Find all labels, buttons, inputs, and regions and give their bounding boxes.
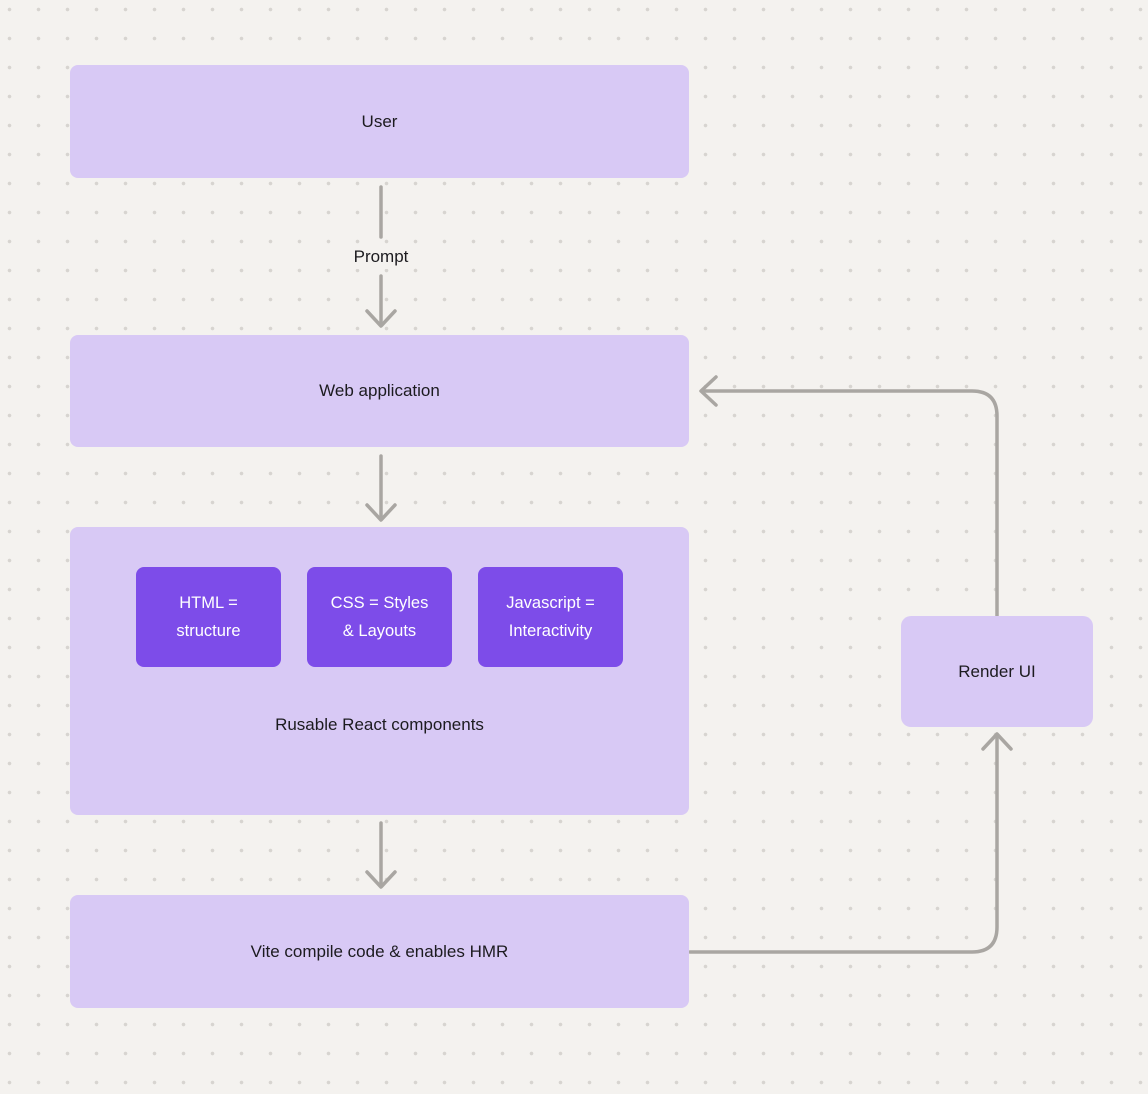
node-css: CSS = Styles & Layouts bbox=[307, 567, 452, 667]
node-render-ui-label: Render UI bbox=[958, 661, 1036, 681]
node-web-application: Web application bbox=[70, 335, 689, 447]
arrowhead-up-icon bbox=[981, 732, 1013, 751]
node-user-label: User bbox=[361, 111, 398, 131]
group-caption: Rusable React components bbox=[275, 715, 484, 734]
edge-label-prompt: Prompt bbox=[347, 245, 415, 269]
arrowhead-down-icon bbox=[365, 503, 397, 522]
arrowhead-down-icon bbox=[365, 870, 397, 889]
arrowhead-down-icon bbox=[365, 309, 397, 328]
node-render-ui: Render UI bbox=[901, 616, 1093, 727]
edge-components-vite bbox=[365, 821, 397, 889]
edge-vite-renderui bbox=[688, 732, 1013, 954]
node-web-application-label: Web application bbox=[319, 381, 440, 400]
node-javascript-label: Javascript = Interactivity bbox=[506, 594, 595, 640]
node-vite: Vite compile code & enables HMR bbox=[70, 895, 689, 1008]
node-javascript: Javascript = Interactivity bbox=[478, 567, 623, 667]
node-html: HTML = structure bbox=[136, 567, 281, 667]
node-html-label: HTML = structure bbox=[176, 594, 241, 640]
edge-user-webapp bbox=[365, 185, 397, 328]
arrowhead-left-icon bbox=[699, 375, 718, 407]
group-react-components: HTML = structure CSS = Styles & Layouts … bbox=[70, 527, 689, 815]
node-user: User bbox=[70, 65, 689, 178]
node-vite-label: Vite compile code & enables HMR bbox=[250, 941, 509, 961]
node-css-label: CSS = Styles & Layouts bbox=[330, 594, 429, 640]
edge-renderui-webapp bbox=[699, 375, 999, 618]
components-row: HTML = structure CSS = Styles & Layouts … bbox=[136, 567, 623, 667]
edge-webapp-components bbox=[365, 454, 397, 522]
